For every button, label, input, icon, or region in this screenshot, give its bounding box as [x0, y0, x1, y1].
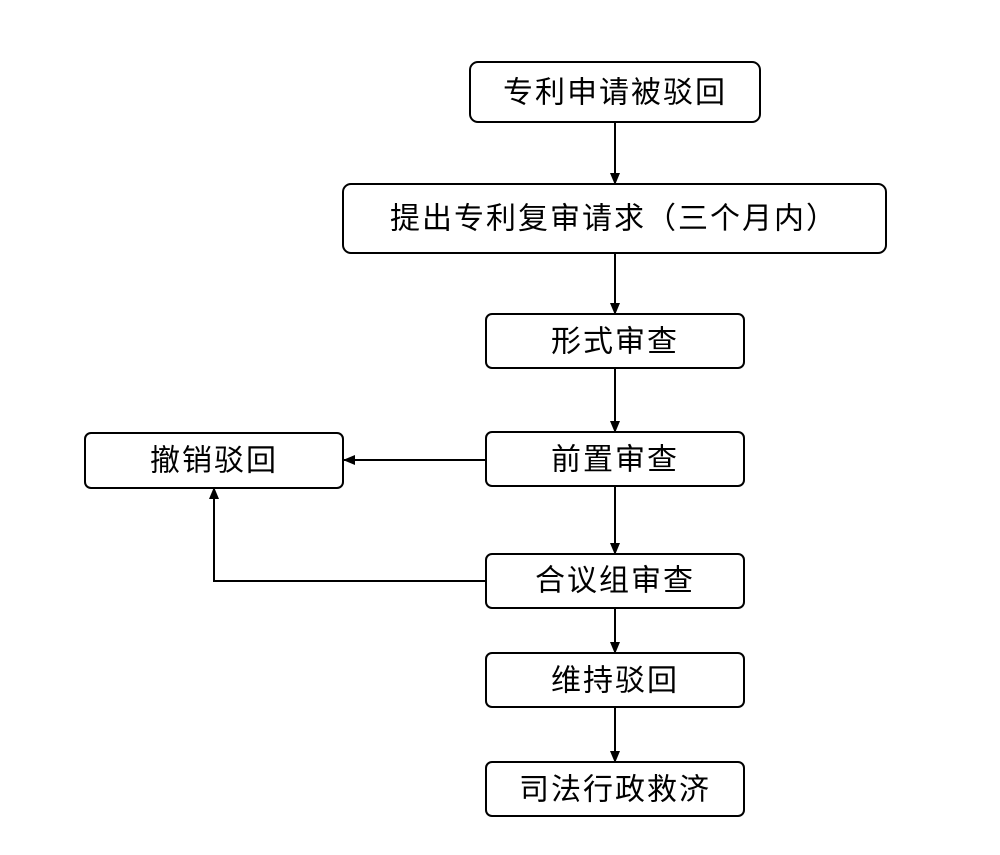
node-panel-review: 合议组审查: [485, 553, 745, 609]
node-panel-review-label: 合议组审查: [535, 564, 695, 599]
node-judicial-remedy-label: 司法行政救济: [519, 773, 711, 808]
node-formal-review-label: 形式审查: [551, 325, 679, 360]
node-formal-review: 形式审查: [485, 313, 745, 369]
node-maintain-rejection: 维持驳回: [485, 652, 745, 708]
node-reexam-request-label: 提出专利复审请求（三个月内）: [390, 202, 838, 237]
edges: [209, 122, 620, 763]
node-rejected: 专利申请被驳回: [469, 61, 761, 123]
node-maintain-rejection-label: 维持驳回: [551, 664, 679, 699]
node-pre-review-label: 前置审查: [551, 443, 679, 478]
node-revoke-rejection-label: 撤销驳回: [150, 444, 278, 479]
node-reexam-request: 提出专利复审请求（三个月内）: [342, 183, 887, 254]
node-revoke-rejection: 撤销驳回: [84, 432, 344, 489]
node-rejected-label: 专利申请被驳回: [503, 76, 727, 111]
node-pre-review: 前置审查: [485, 431, 745, 487]
arrow-panel-to-revoke: [209, 487, 486, 582]
node-judicial-remedy: 司法行政救济: [485, 761, 745, 817]
